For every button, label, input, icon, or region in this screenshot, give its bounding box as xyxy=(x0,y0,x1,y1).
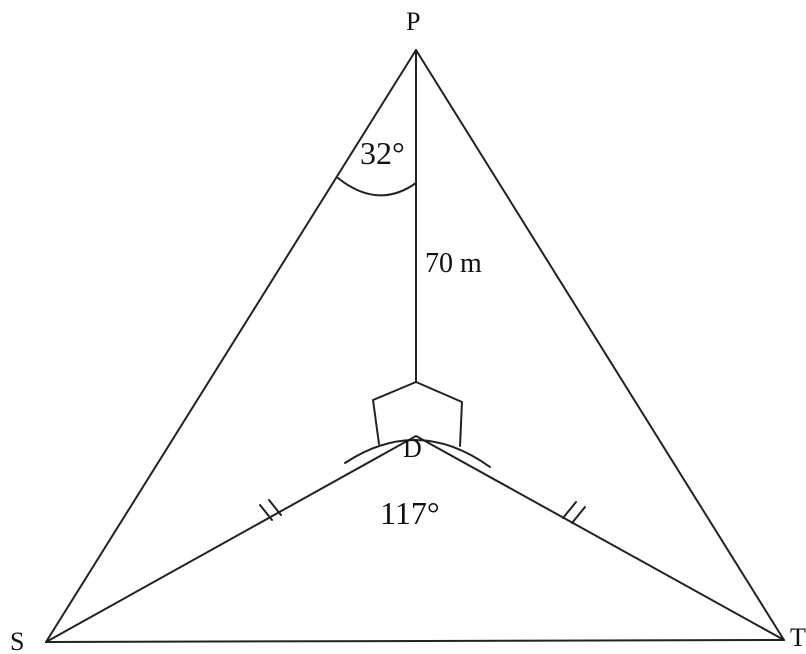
right-angle-marker-right xyxy=(415,381,463,447)
edge-pt xyxy=(415,49,785,641)
length-label-pd: 70 m xyxy=(425,248,482,279)
angle-label-d: 117° xyxy=(380,495,440,531)
segment-dt xyxy=(415,435,785,641)
label-t: T xyxy=(790,623,806,652)
label-s: S xyxy=(10,627,24,654)
tick-dt-1 xyxy=(562,501,577,519)
right-angle-marker-left xyxy=(372,381,417,445)
edge-st xyxy=(45,639,785,643)
label-p: P xyxy=(406,7,420,36)
edge-ps xyxy=(45,49,417,643)
angle-arc-p xyxy=(337,177,417,197)
angle-label-p: 32° xyxy=(360,135,405,171)
label-d: D xyxy=(403,434,422,463)
tick-dt-2 xyxy=(571,506,586,524)
tick-ds-2 xyxy=(268,499,282,516)
tick-ds-1 xyxy=(259,504,273,521)
segment-ds xyxy=(45,435,417,643)
angle-arc-d xyxy=(344,438,491,468)
